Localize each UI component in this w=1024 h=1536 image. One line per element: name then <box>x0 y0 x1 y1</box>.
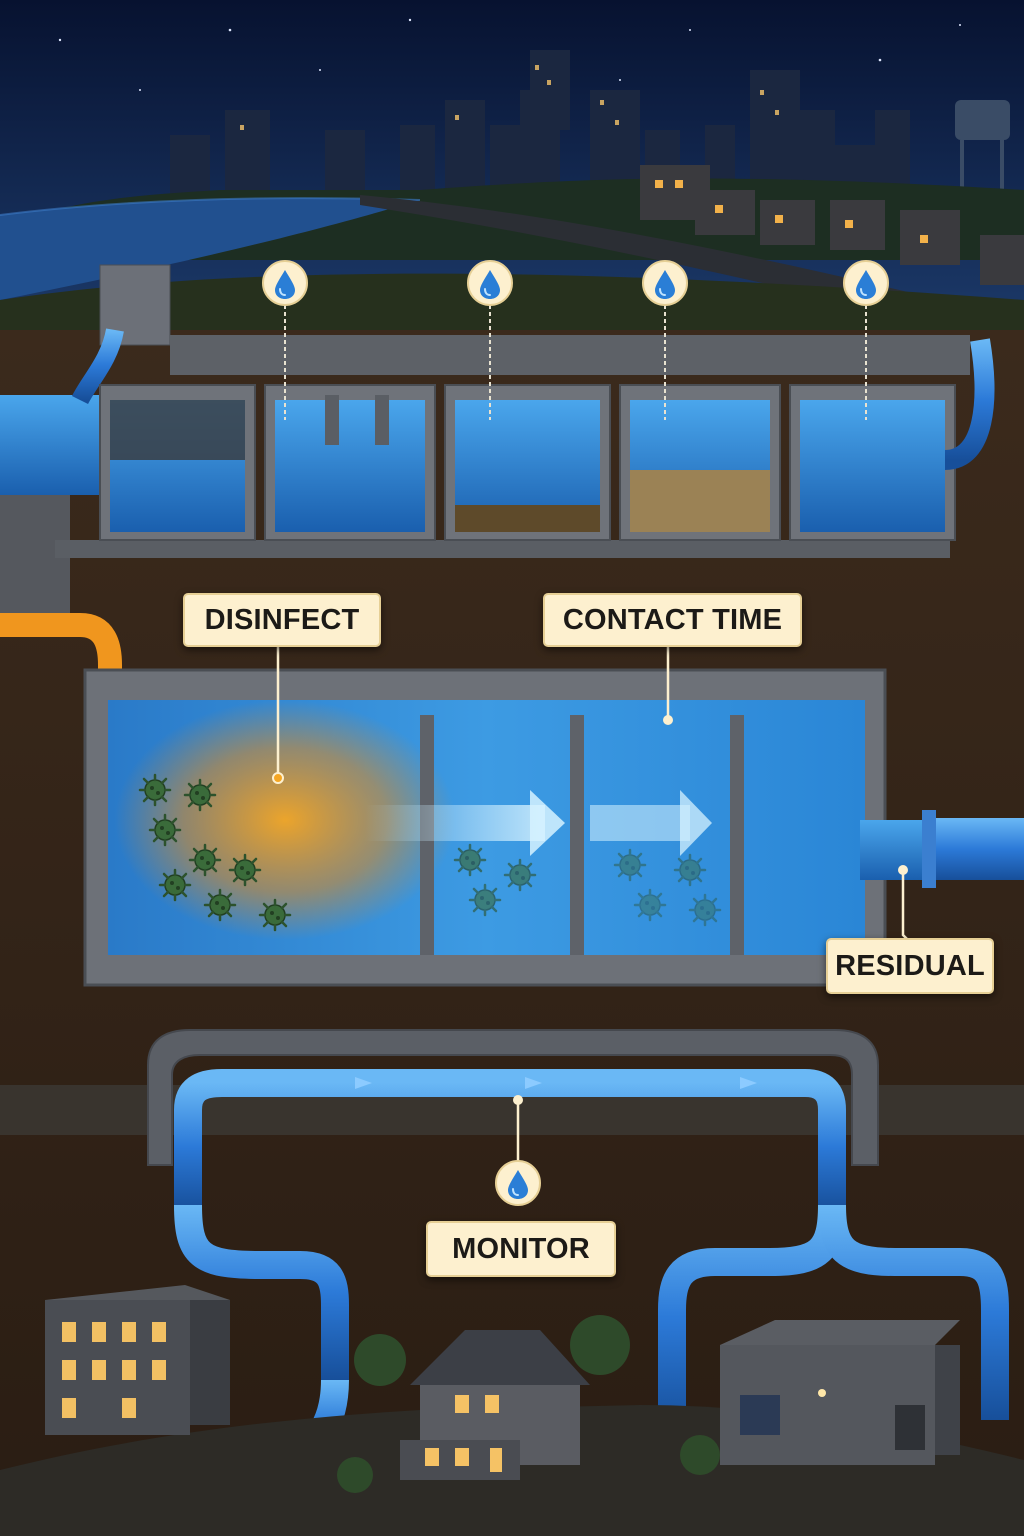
contact-time-label: CONTACT TIME <box>543 593 802 647</box>
residual-label: RESIDUAL <box>826 938 994 994</box>
industrial-building <box>720 1320 960 1465</box>
apartment-building <box>45 1285 230 1435</box>
disinfect-label: DISINFECT <box>183 593 381 647</box>
stage-markers <box>262 260 889 420</box>
monitor-drop <box>495 1160 541 1206</box>
monitor-label: MONITOR <box>426 1221 616 1277</box>
house <box>400 1330 590 1480</box>
